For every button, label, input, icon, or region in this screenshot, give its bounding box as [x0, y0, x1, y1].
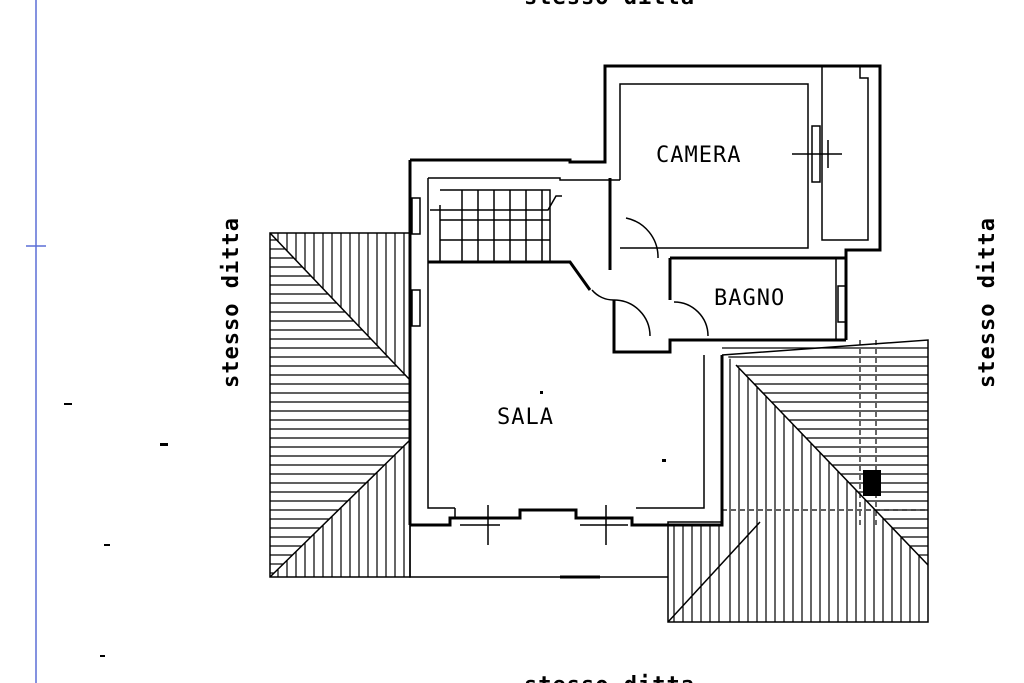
chimney-flue [722, 340, 928, 525]
doors [591, 217, 709, 337]
neighbour-label-bottom: stesso ditta [524, 673, 695, 683]
room-label-bagno: BAGNO [714, 286, 785, 311]
left-roof [269, 232, 411, 578]
room-label-camera: CAMERA [656, 143, 741, 168]
scan-specks [64, 391, 666, 657]
right-roof [667, 339, 929, 623]
building-walls [408, 64, 882, 579]
room-label-sala: SALA [497, 405, 554, 430]
neighbour-label-right: stesso ditta [975, 217, 1000, 388]
staircase [430, 189, 562, 262]
neighbour-label-left: stesso ditta [219, 217, 244, 388]
windows [411, 125, 847, 545]
margin-guide [26, 0, 46, 683]
neighbour-label-top: stesso ditta [524, 0, 695, 10]
